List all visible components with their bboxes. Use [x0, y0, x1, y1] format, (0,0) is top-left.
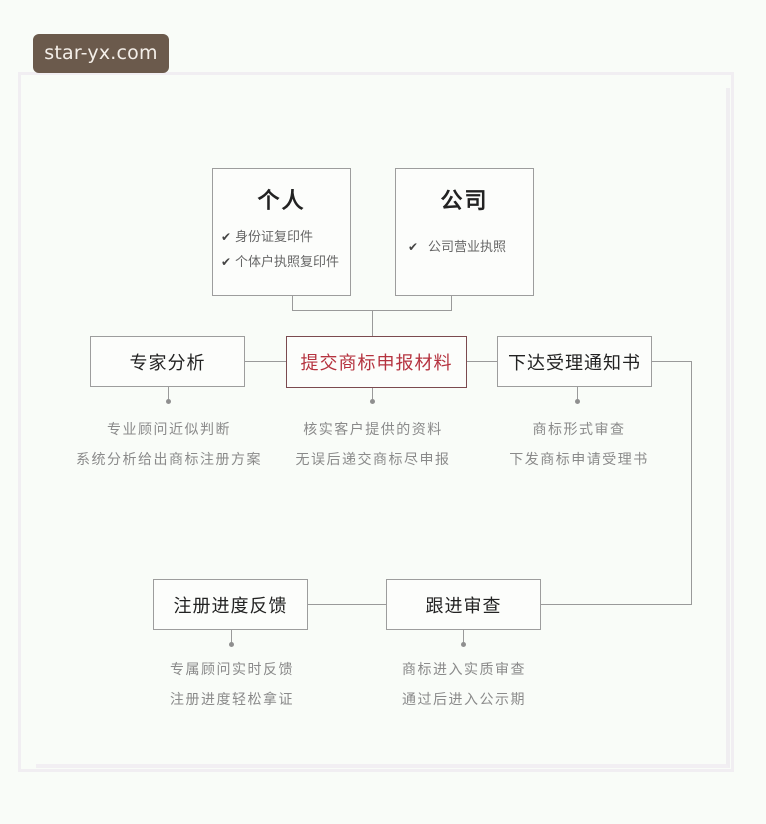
- step-desc-follow-up-review: 商标进入实质审查 通过后进入公示期: [402, 662, 526, 708]
- stem-notice: [577, 387, 578, 401]
- dot-feedback: [229, 642, 234, 647]
- document-item: ✔身份证复印件: [221, 225, 346, 250]
- document-item: ✔公司营业执照: [408, 235, 529, 260]
- step-submit-materials: 提交商标申报材料: [286, 336, 467, 388]
- step-registration-feedback: 注册进度反馈: [153, 579, 308, 630]
- stem-submit: [372, 388, 373, 401]
- check-icon: ✔: [221, 230, 232, 244]
- check-icon: ✔: [221, 255, 232, 269]
- connector-right-vertical: [691, 361, 692, 605]
- stem-feedback: [231, 630, 232, 644]
- check-icon: ✔: [408, 240, 419, 254]
- connector-right-to-review: [541, 604, 692, 605]
- applicant-card-personal: 个人 ✔身份证复印件 ✔个体户执照复印件: [212, 168, 351, 296]
- connector-notice-right: [652, 361, 692, 362]
- step-expert-analysis: 专家分析: [90, 336, 245, 387]
- applicant-card-company: 公司 ✔公司营业执照: [395, 168, 534, 296]
- diagram-frame-shadow: [36, 88, 730, 768]
- step-desc-submit-materials: 核实客户提供的资料 无误后递交商标尽申报: [295, 422, 451, 468]
- applicant-title: 公司: [440, 189, 489, 214]
- step-desc-expert-analysis: 专业顾问近似判断 系统分析给出商标注册方案: [76, 422, 262, 468]
- dot-submit: [370, 399, 375, 404]
- stem-analysis: [168, 387, 169, 401]
- watermark-badge: star-yx.com: [33, 34, 169, 73]
- step-desc-acceptance-notice: 商标形式审查 下发商标申请受理书: [509, 422, 649, 468]
- step-desc-registration-feedback: 专属顾问实时反馈 注册进度轻松拿证: [170, 662, 294, 708]
- dot-review: [461, 642, 466, 647]
- connector-review-feedback: [308, 604, 386, 605]
- step-acceptance-notice: 下达受理通知书: [497, 336, 652, 387]
- document-list: ✔公司营业执照: [408, 235, 529, 260]
- stem-review: [463, 630, 464, 644]
- connector-company-down: [451, 296, 452, 311]
- diagram-frame: [18, 72, 734, 772]
- connector-personal-down: [292, 296, 293, 311]
- document-list: ✔身份证复印件 ✔个体户执照复印件: [221, 225, 346, 275]
- connector-to-submit: [372, 310, 373, 337]
- connector-analysis-submit: [245, 361, 286, 362]
- step-follow-up-review: 跟进审查: [386, 579, 541, 630]
- applicant-title: 个人: [257, 189, 306, 214]
- dot-analysis: [166, 399, 171, 404]
- document-item: ✔个体户执照复印件: [221, 250, 346, 275]
- connector-submit-notice: [467, 361, 497, 362]
- dot-notice: [575, 399, 580, 404]
